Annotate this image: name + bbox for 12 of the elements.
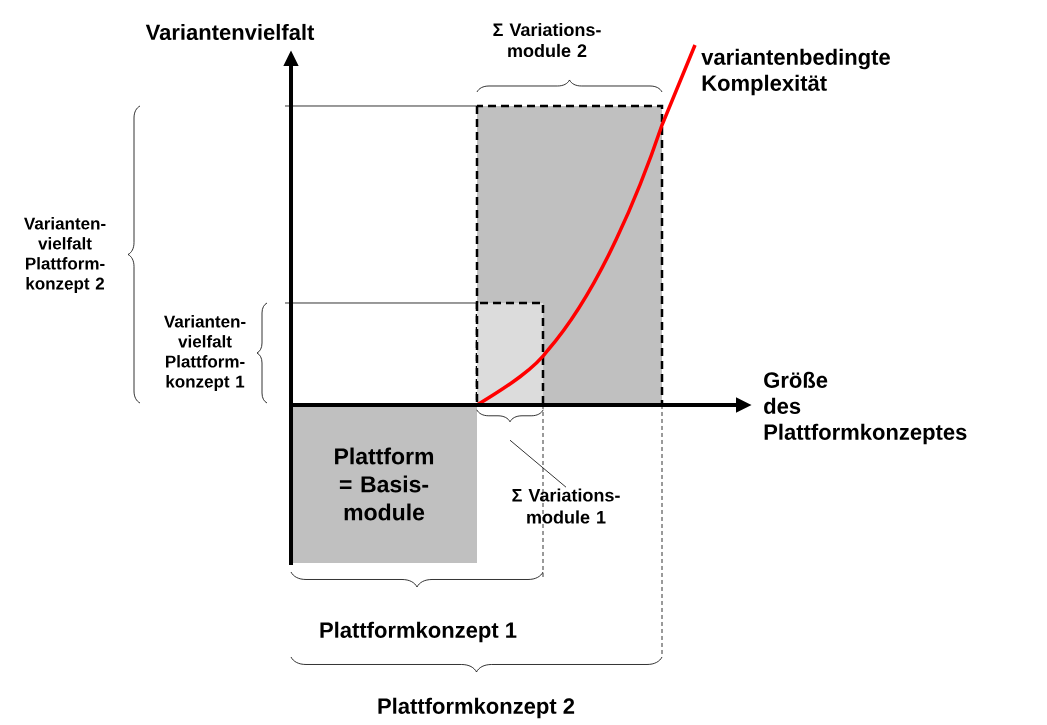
platform-box: Plattform = Basis- module [291, 405, 477, 563]
brace-label: Varianten- vielfalt Plattform- konzept 2 [24, 217, 106, 293]
axis-label: Größe des Plattformkonzeptes [764, 371, 967, 445]
axis-label: Variantenvielfalt [145, 23, 315, 41]
brace-label: Σ Variations- module 2 [493, 22, 601, 58]
brace [476, 409, 544, 423]
brace-label: Plattformkonzept 2 [378, 697, 575, 719]
brace-label: Σ Variations- module 1 [512, 488, 620, 524]
curve-label: variantenbedingte Komplexität [701, 48, 890, 96]
brace-label: Plattformkonzept 1 [320, 621, 517, 643]
leader-line [509, 439, 567, 488]
brace-label: Varianten- vielfalt Plattform- konzept 1 [164, 315, 246, 391]
